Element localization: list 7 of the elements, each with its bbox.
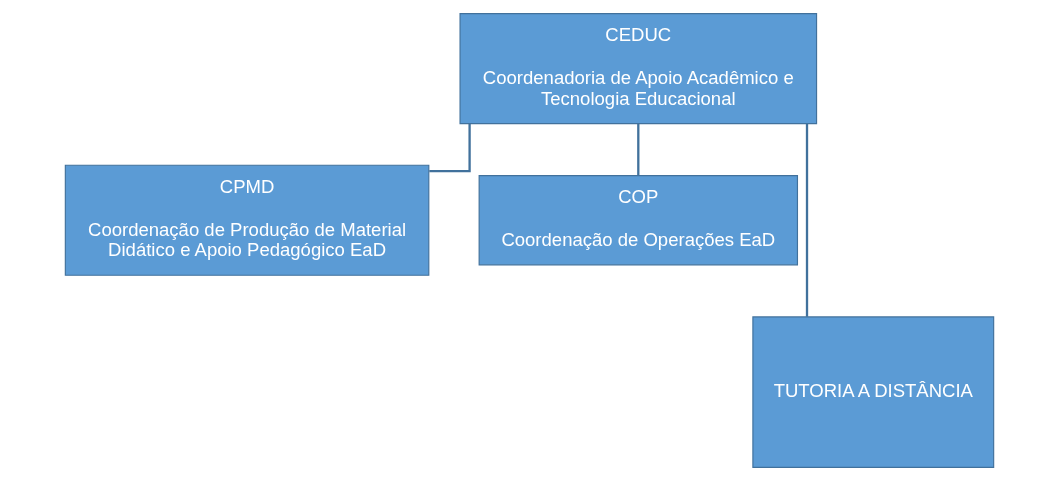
node-box: CPMD Coordenação de Produção de Material Didático e Apoio Pedagógico EaD <box>64 164 430 276</box>
connector <box>805 123 809 317</box>
node-box: COP Coordenação de Operações EaD <box>478 174 799 265</box>
connector <box>429 123 471 172</box>
connector <box>637 123 640 175</box>
node-box: TUTORIA A DISTÂNCIA <box>752 315 995 468</box>
node-box: CEDUC Coordenadoria de Apoio Acadêmico e Tecnologia Educacional <box>459 12 818 124</box>
